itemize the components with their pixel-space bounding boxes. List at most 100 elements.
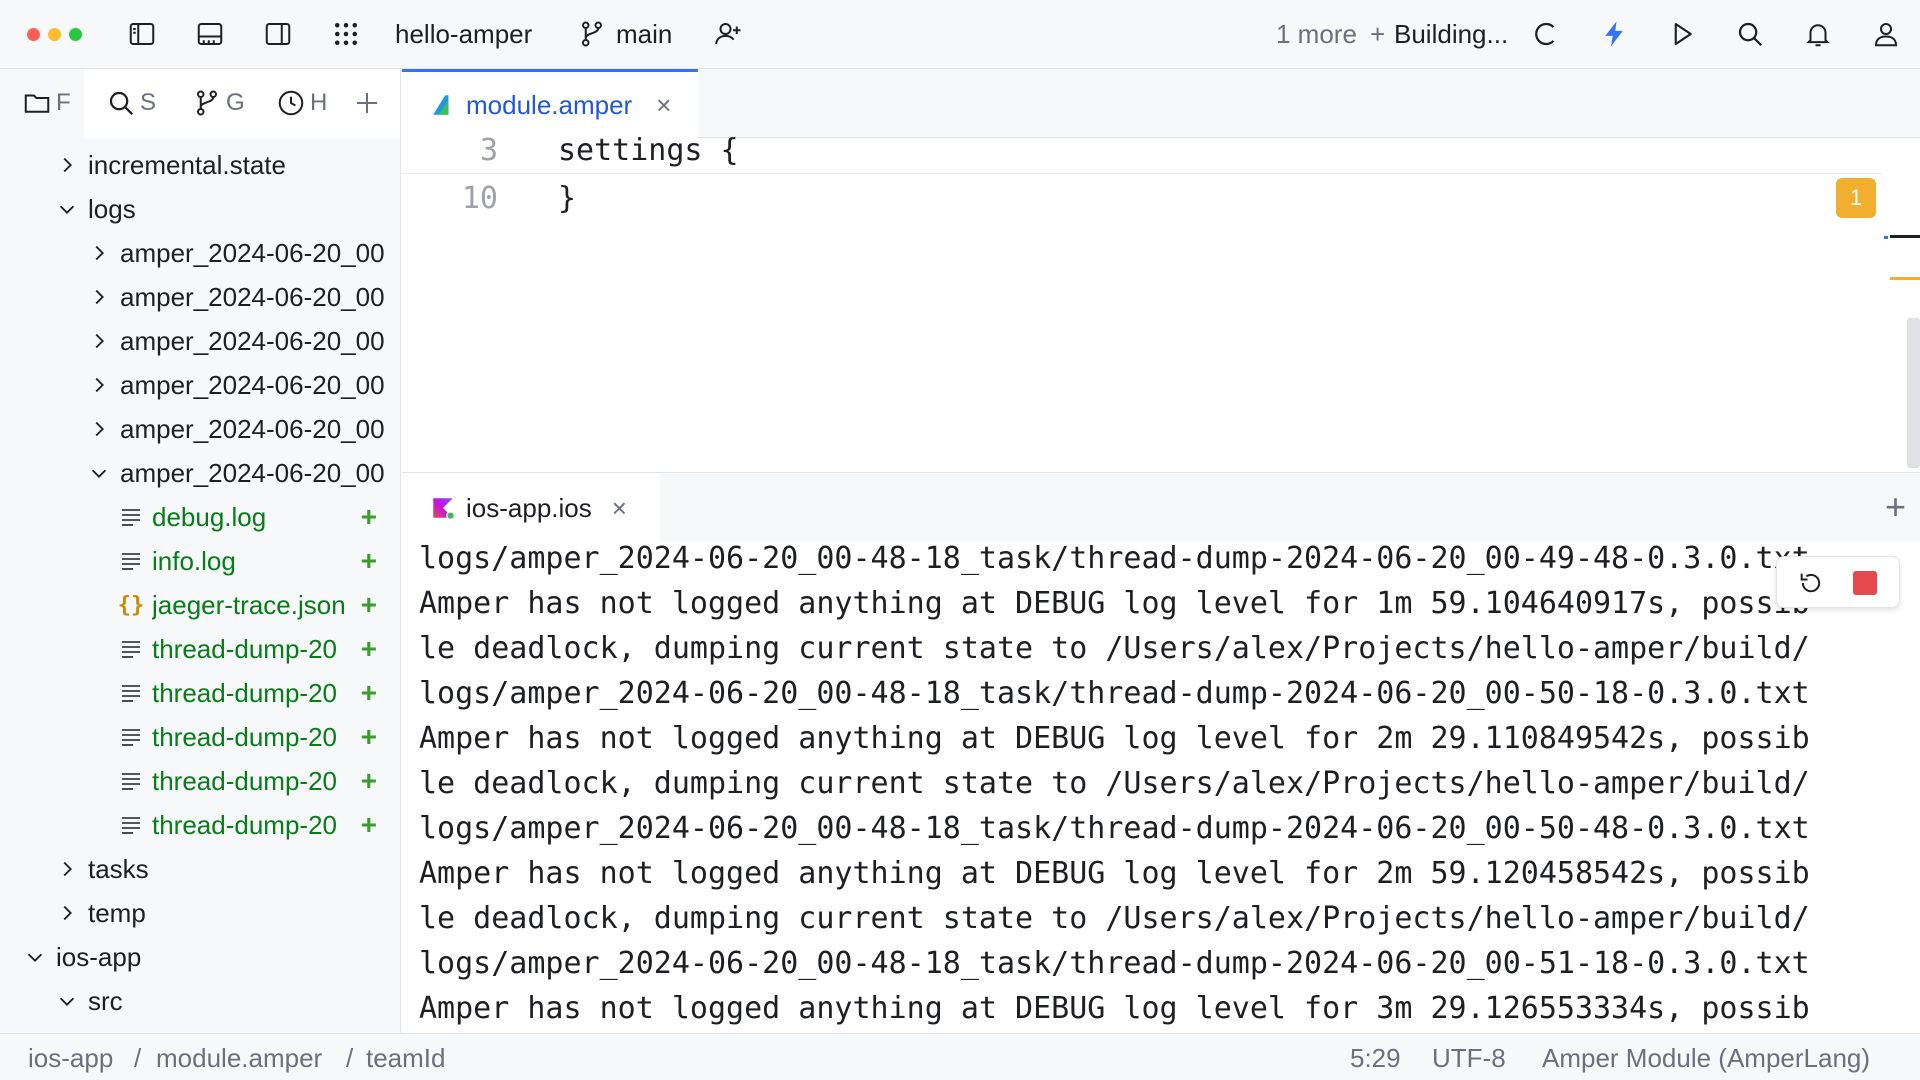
tree-item[interactable]: temp — [0, 891, 400, 935]
tool-tab-search[interactable]: S — [106, 83, 166, 123]
breadcrumb-separator: / — [134, 1043, 142, 1073]
tree-item[interactable]: amper_2024-06-20_00 — [0, 275, 400, 319]
file-type[interactable]: Amper Module (AmperLang) — [1542, 1043, 1871, 1073]
chevron-right-icon[interactable] — [86, 328, 112, 354]
breadcrumb-teamid[interactable]: teamId — [366, 1043, 446, 1073]
tree-item[interactable]: thread-dump-20+ — [0, 803, 400, 847]
tool-tab-history[interactable]: H — [276, 83, 336, 123]
console-line: Amper has not logged anything at DEBUG l… — [419, 586, 1810, 621]
tree-item[interactable]: debug.log+ — [0, 495, 400, 539]
error-stripe-mark[interactable] — [1890, 235, 1920, 238]
tool-tab-project[interactable]: F — [22, 83, 80, 123]
tree-item[interactable]: thread-dump-20+ — [0, 671, 400, 715]
notifications-bell-icon[interactable] — [1798, 14, 1838, 54]
tree-item[interactable]: amper_2024-06-20_00 — [0, 231, 400, 275]
right-sidebar-toggle-icon[interactable] — [258, 14, 298, 54]
window-zoom-button[interactable] — [69, 28, 82, 41]
chevron-down-icon[interactable] — [22, 944, 48, 970]
text-file-icon — [118, 636, 144, 662]
run-console-output[interactable]: logs/amper_2024-06-20_00-48-18_task/thre… — [402, 542, 1920, 1032]
code-line: 3 settings { — [402, 128, 1882, 174]
build-progress-spinner-icon — [1526, 14, 1566, 54]
tree-item[interactable]: {}jaeger-trace.json+ — [0, 583, 400, 627]
caret-position[interactable]: 5:29 — [1350, 1043, 1401, 1073]
tree-item-label: info.log — [152, 546, 236, 576]
chevron-right-icon[interactable] — [86, 372, 112, 398]
run-tab-close-icon[interactable]: × — [611, 492, 627, 523]
tree-item[interactable]: info.log + — [0, 539, 400, 583]
bottom-panel-toggle-icon[interactable] — [190, 14, 230, 54]
vcs-added-marker: + — [360, 501, 377, 532]
inspection-warning-badge[interactable]: 1 — [1836, 178, 1876, 218]
window-close-button[interactable] — [27, 28, 40, 41]
error-stripe-warning-mark[interactable] — [1890, 277, 1920, 280]
tree-item-label: amper_2024-06-20_00 — [120, 282, 385, 312]
breadcrumb-module-amper[interactable]: module.amper — [156, 1043, 323, 1073]
main-menu-grid-icon[interactable] — [326, 14, 366, 54]
breadcrumb-ios-app[interactable]: ios-app — [28, 1043, 114, 1073]
code-editor[interactable]: 3 settings { 10 } — [402, 133, 1920, 471]
code-text[interactable]: } — [558, 181, 577, 216]
run-tab-ios-app[interactable]: ios-app.ios × — [402, 473, 660, 543]
tool-window-tabs: F S G H — [0, 69, 400, 138]
run-tab-label: ios-app.ios — [466, 492, 592, 523]
left-sidebar-toggle-icon[interactable] — [122, 14, 162, 54]
tree-item[interactable]: incremental.state — [0, 143, 400, 187]
editor-tab-module-amper[interactable]: module.amper × — [402, 69, 698, 138]
chevron-right-icon[interactable] — [86, 416, 112, 442]
tool-tab-git[interactable]: G — [192, 83, 252, 123]
tree-item-label: tasks — [88, 854, 149, 884]
background-tasks-more[interactable]: 1 more — [1276, 19, 1357, 49]
vcs-added-marker: + — [360, 545, 377, 576]
chevron-right-icon[interactable] — [86, 240, 112, 266]
lightning-bolt-icon[interactable] — [1594, 14, 1634, 54]
build-status-text[interactable]: Building... — [1394, 19, 1509, 49]
tree-item[interactable]: tasks — [0, 847, 400, 891]
chevron-right-icon[interactable] — [86, 284, 112, 310]
new-run-tab-button[interactable]: + — [1884, 486, 1906, 527]
tree-item[interactable]: src — [0, 979, 400, 1023]
chevron-right-icon[interactable] — [54, 856, 80, 882]
editor-tabs-bar: module.amper × — [402, 69, 1920, 138]
rerun-icon[interactable] — [1793, 565, 1829, 601]
console-line: logs/amper_2024-06-20_00-48-18_task/thre… — [419, 676, 1810, 711]
chevron-down-icon[interactable] — [86, 460, 112, 486]
tree-item[interactable]: thread-dump-20+ — [0, 715, 400, 759]
add-tool-tab-button[interactable] — [352, 83, 392, 123]
stop-icon[interactable] — [1847, 565, 1883, 601]
tree-item[interactable]: thread-dump-20+ — [0, 759, 400, 803]
console-line: le deadlock, dumping current state to /U… — [419, 901, 1810, 936]
user-account-icon[interactable] — [1866, 14, 1906, 54]
search-everywhere-icon[interactable] — [1730, 14, 1770, 54]
code-text[interactable]: settings { — [558, 133, 739, 168]
console-line: le deadlock, dumping current state to /U… — [419, 766, 1810, 801]
vcs-branch-name[interactable]: main — [616, 19, 673, 49]
tree-item[interactable]: amper_2024-06-20_00 — [0, 319, 400, 363]
chevron-right-icon[interactable] — [54, 900, 80, 926]
tree-item[interactable]: logs — [0, 187, 400, 231]
run-play-icon[interactable] — [1662, 14, 1702, 54]
vcs-added-marker: + — [360, 809, 377, 840]
tree-item-label: src — [88, 986, 123, 1016]
add-user-icon[interactable] — [708, 14, 748, 54]
tree-item[interactable]: thread-dump-20 + — [0, 627, 400, 671]
chevron-right-icon[interactable] — [54, 152, 80, 178]
tree-item[interactable]: amper_2024-06-20_00 — [0, 451, 400, 495]
project-name[interactable]: hello-amper — [395, 19, 533, 49]
tree-item-label: amper_2024-06-20_00 — [120, 458, 385, 488]
editor-scrollbar[interactable] — [1907, 318, 1920, 468]
amper-file-icon — [433, 95, 449, 115]
plus-icon — [357, 93, 377, 113]
editor-tab-close-icon[interactable]: × — [656, 89, 672, 120]
chevron-down-icon[interactable] — [54, 196, 80, 222]
file-encoding[interactable]: UTF-8 — [1432, 1043, 1506, 1073]
tree-item[interactable]: amper_2024-06-20_00 — [0, 407, 400, 451]
tree-item-label: amper_2024-06-20_00 — [120, 370, 385, 400]
tree-item-label: thread-dump-20 — [152, 634, 337, 664]
tree-item[interactable]: ios-app — [0, 935, 400, 979]
tree-item[interactable]: amper_2024-06-20_00 — [0, 363, 400, 407]
vcs-added-marker: + — [360, 633, 377, 664]
console-line: Amper has not logged anything at DEBUG l… — [419, 991, 1810, 1026]
window-minimize-button[interactable] — [48, 28, 61, 41]
chevron-down-icon[interactable] — [54, 988, 80, 1014]
